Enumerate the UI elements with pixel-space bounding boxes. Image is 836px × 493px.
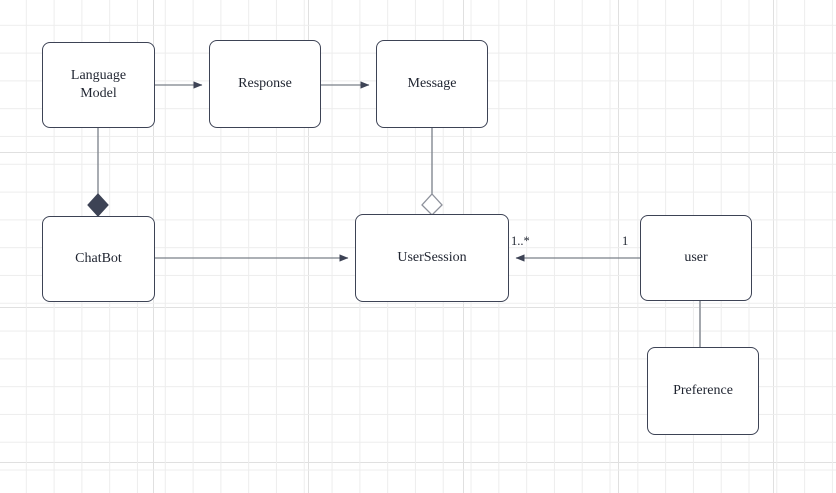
node-message[interactable]: Message: [376, 40, 488, 128]
hollow-diamond-icon: [421, 193, 443, 216]
edge-usersession-aggregation-message: [421, 128, 443, 216]
multiplicity-user: 1: [622, 234, 629, 248]
node-preference[interactable]: Preference: [647, 347, 759, 435]
node-response-label: Response: [238, 75, 292, 91]
node-chatbot[interactable]: ChatBot: [42, 216, 155, 302]
node-language-model-label-line2: Model: [80, 86, 117, 101]
edge-chatbot-composition-language-model: [87, 128, 109, 217]
node-usersession-label: UserSession: [397, 249, 467, 265]
multiplicity-usersession: 1..*: [511, 234, 530, 248]
node-preference-label: Preference: [673, 382, 733, 398]
node-language-model-label: Language Model: [71, 67, 126, 104]
node-language-model[interactable]: Language Model: [42, 42, 155, 128]
node-response[interactable]: Response: [209, 40, 321, 128]
node-message-label: Message: [407, 75, 457, 91]
filled-diamond-icon: [87, 193, 109, 217]
node-user-label: user: [684, 249, 708, 265]
node-user[interactable]: user: [640, 215, 752, 301]
node-language-model-label-line1: Language: [70, 67, 127, 83]
node-usersession[interactable]: UserSession: [355, 214, 509, 302]
node-chatbot-label: ChatBot: [75, 250, 122, 266]
